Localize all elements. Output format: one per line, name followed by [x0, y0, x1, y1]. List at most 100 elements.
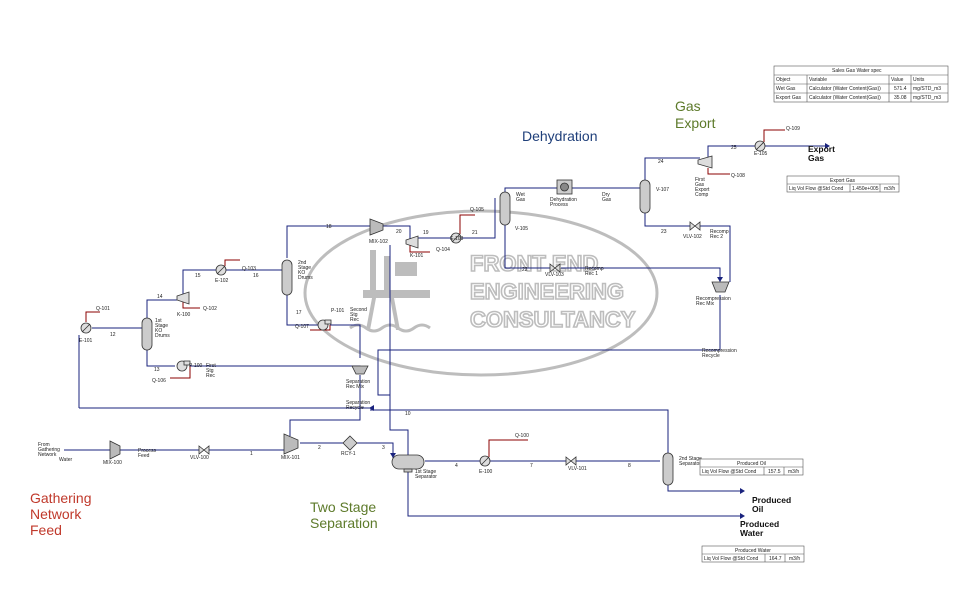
table-water-spec-header: Units — [913, 77, 925, 83]
table-water-spec-cell: Wet Gas — [776, 86, 796, 92]
table-oil-cell: m3/h — [788, 469, 799, 475]
table-water-spec-cell: Export Gas — [776, 95, 802, 101]
label-q107: Q-107 — [295, 324, 309, 330]
label-q105: Q-105 — [470, 207, 484, 213]
separator-2nd-stage-icon — [662, 452, 674, 486]
table-oil-cell: 157.5 — [768, 469, 781, 475]
mixer-mix100-icon — [109, 440, 121, 460]
label-v107: V-107 — [656, 187, 669, 193]
label-k101: K-101 — [410, 253, 424, 259]
label-q106: Q-106 — [152, 378, 166, 384]
table-produced-oil: Produced Oil Liq Vol Flow @Std Cond 157.… — [699, 458, 804, 476]
heater-e101-icon — [80, 322, 92, 334]
pump-p101-icon — [317, 319, 332, 331]
label-e100: E-100 — [479, 469, 493, 475]
mixer-recompression-icon — [711, 281, 730, 293]
table-oil-title: Produced Oil — [737, 461, 766, 467]
label-q103: Q-103 — [242, 266, 256, 272]
valve-vlv101-icon — [565, 456, 577, 466]
label-s21: 21 — [472, 230, 478, 236]
valve-vlv102-icon — [689, 221, 701, 231]
cooler-e103-icon — [450, 232, 462, 244]
label-s16: 16 — [253, 273, 259, 279]
label-s8: 8 — [628, 463, 631, 469]
table-water-spec-cell: 571.4 — [894, 86, 907, 92]
label-vlv100: VLV-100 — [190, 455, 209, 461]
label-e102: E-102 — [215, 278, 229, 284]
label-s3: 3 — [382, 445, 385, 451]
oil-rig-icon — [349, 250, 431, 333]
ko-drum-2-icon — [281, 259, 293, 296]
label-vlv103: VLV-103 — [545, 272, 564, 278]
label-s23: 23 — [661, 229, 667, 235]
material-streams — [64, 145, 825, 517]
vessel-v105-icon — [499, 191, 511, 226]
label-mix100: MIX-100 — [103, 460, 122, 466]
mixer-separation-rec-icon — [351, 365, 369, 375]
label-s14: 14 — [157, 294, 163, 300]
label-e105: E-105 — [754, 151, 768, 157]
label-q101: Q-101 — [96, 306, 110, 312]
energy-streams — [85, 129, 785, 457]
table-water-spec-header: Object — [776, 77, 791, 83]
label-q100: Q-100 — [515, 433, 529, 439]
table-water-spec-header: Variable — [809, 77, 827, 83]
table-water-cell: 164.7 — [769, 556, 782, 562]
label-s17: 17 — [296, 310, 302, 316]
table-water-cell: m3/h — [789, 556, 800, 562]
label-s25: 25 — [731, 145, 737, 151]
cooler-e100-icon — [479, 455, 491, 467]
watermark-line2: ENGINEERING — [470, 279, 624, 304]
label-s13: 13 — [154, 367, 160, 373]
dehydration-process-icon — [556, 179, 573, 195]
cooler-e105-icon — [754, 140, 766, 152]
compressor-k101-icon — [405, 235, 419, 249]
pump-p100-icon — [176, 360, 191, 372]
table-water-spec-cell: Calculator (Water Content(Gas)) — [809, 86, 881, 92]
recycle-rcy1-icon — [342, 435, 358, 451]
label-rcy1: RCY-1 — [341, 451, 356, 457]
table-produced-water: Produced Water Liq Vol Flow @Std Cond 16… — [701, 545, 805, 563]
label-mix102: MIX-102 — [369, 239, 388, 245]
watermark-line3: CONSULTANCY — [470, 307, 636, 332]
label-s20: 20 — [396, 229, 402, 235]
table-export-cell: m3/h — [884, 186, 895, 192]
section-dehydration: Dehydration — [522, 128, 598, 144]
label-s4: 4 — [455, 463, 458, 469]
watermark-line1: FRONT END — [470, 251, 598, 276]
mixer-mix102-icon — [369, 218, 384, 236]
label-s1: 1 — [250, 451, 253, 457]
mixer-mix101-icon — [283, 433, 299, 455]
table-water-spec-cell: mg/STD_m3 — [913, 86, 941, 92]
label-q108: Q-108 — [731, 173, 745, 179]
separator-1st-stage-icon — [391, 454, 425, 473]
label-q104: Q-104 — [436, 247, 450, 253]
table-export-cell: Liq Vol Flow @Std Cond — [789, 186, 843, 192]
table-water-spec-cell: mg/STD_m3 — [913, 95, 941, 101]
table-water-spec: Sales Gas Water spec Object Variable Val… — [773, 65, 949, 103]
watermark: FRONT END ENGINEERING CONSULTANCY — [303, 209, 659, 377]
label-p100: P-100 — [189, 363, 203, 369]
table-water-spec-cell: 35.08 — [894, 95, 907, 101]
label-mix101: MIX-101 — [281, 455, 300, 461]
